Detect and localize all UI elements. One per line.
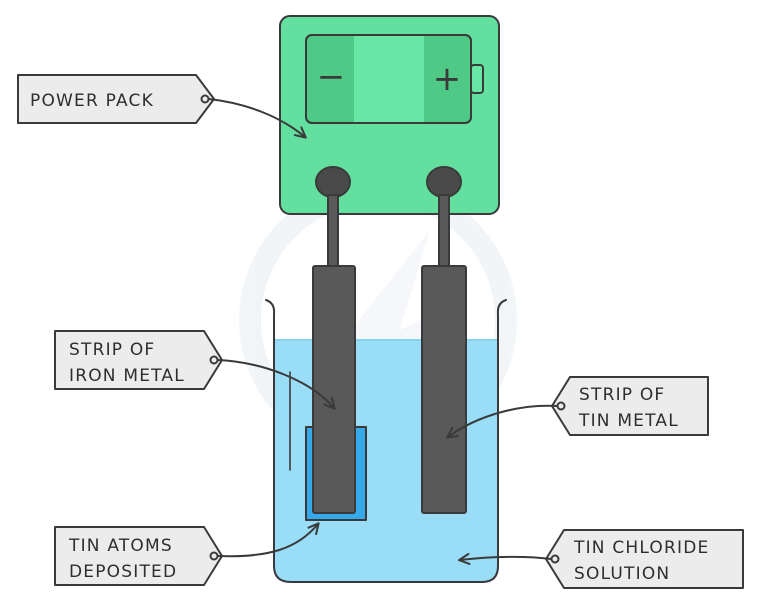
power-pack-arrow-icon	[208, 98, 307, 139]
tin-atoms-label-line-2: DEPOSITED	[69, 562, 177, 582]
iron-strip-label: STRIP OF IRON METAL	[54, 330, 223, 390]
tin-chloride-label: TIN CHLORIDE SOLUTION	[545, 529, 744, 589]
positive-terminal-knob	[426, 166, 462, 198]
iron-strip-label-line-2: IRON METAL	[69, 366, 185, 386]
iron-metal-strip	[312, 265, 356, 514]
tin-chloride-label-line-2: SOLUTION	[574, 564, 670, 584]
power-pack: − +	[279, 15, 500, 215]
battery-nub	[470, 64, 484, 94]
tin-chloride-label-line-1: TIN CHLORIDE	[573, 538, 709, 558]
tin-metal-strip	[421, 265, 467, 514]
power-pack-label: POWER PACK	[17, 74, 215, 124]
positive-sign: +	[433, 59, 462, 99]
negative-sign: −	[317, 57, 346, 97]
battery-positive-panel	[424, 36, 470, 122]
tin-strip-label-line-1: STRIP OF	[579, 385, 665, 405]
tin-chloride-arrow-icon	[458, 552, 552, 565]
tin-strip-label: STRIP OF TIN METAL	[551, 376, 709, 436]
tin-strip-arrow-icon	[446, 404, 558, 439]
tin-strip-label-line-2: TIN METAL	[578, 411, 679, 431]
tin-atoms-label-line-1: TIN ATOMS	[68, 536, 173, 556]
iron-strip-arrow-icon	[217, 359, 336, 410]
positive-wire	[438, 194, 450, 268]
negative-wire	[327, 194, 339, 268]
iron-strip-label-line-1: STRIP OF	[69, 340, 155, 360]
negative-terminal-knob	[315, 166, 351, 198]
power-pack-label-text: POWER PACK	[30, 91, 154, 111]
battery-negative-panel	[307, 36, 354, 122]
tin-atoms-label: TIN ATOMS DEPOSITED	[54, 526, 223, 586]
tin-atoms-arrow-icon	[217, 522, 320, 558]
beaker	[265, 299, 507, 583]
battery-icon: − +	[305, 34, 484, 124]
